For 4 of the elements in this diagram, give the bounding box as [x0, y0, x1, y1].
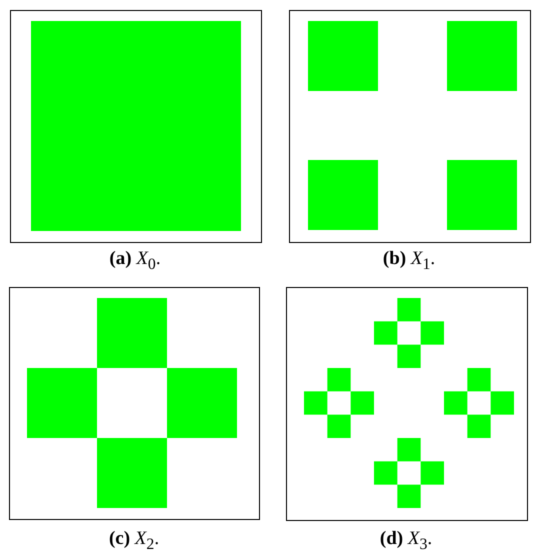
- panel-caption: (d) X$_{3}$.: [380, 529, 432, 551]
- panel-caption: (b) X$_{1}$.: [382, 249, 436, 273]
- panel-caption: (a) X$_{0}$.: [109, 249, 161, 273]
- panel-caption: (c) X$_{2}$.: [108, 529, 160, 551]
